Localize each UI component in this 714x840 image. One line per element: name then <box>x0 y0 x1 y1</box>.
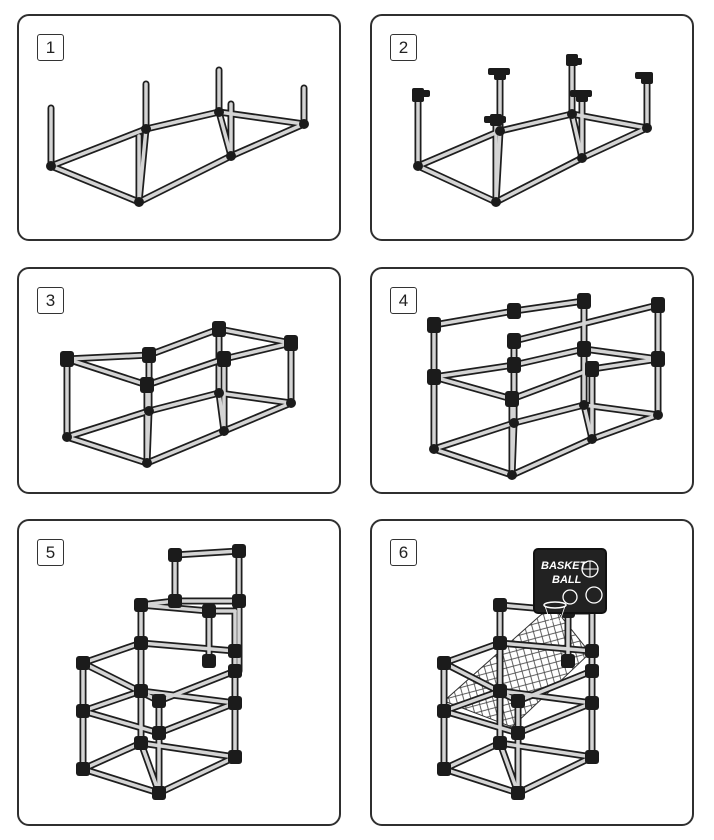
step-3-panel: 3 <box>17 267 341 494</box>
step-number: 1 <box>37 34 64 61</box>
step-5-illustration <box>76 544 246 800</box>
step-6-panel: 6 <box>370 519 694 826</box>
step-1-panel: 1 <box>17 14 341 241</box>
step-number: 3 <box>37 287 64 314</box>
basketball-backboard: BASKET BALL <box>533 548 607 622</box>
backboard-text-line2: BALL <box>552 574 582 586</box>
step-6-illustration: BASKET BALL <box>437 548 607 800</box>
hoop-rim <box>543 601 567 609</box>
step-number: 6 <box>390 539 417 566</box>
step-number: 2 <box>390 34 417 61</box>
step-5-panel: 5 <box>17 519 341 826</box>
step-2-illustration <box>412 54 653 207</box>
soccer-ball-icon <box>585 586 603 604</box>
step-4-panel: 4 <box>370 267 694 494</box>
ball-icon <box>562 589 578 605</box>
step-number: 5 <box>37 539 64 566</box>
step-number: 4 <box>390 287 417 314</box>
backboard-text-line1: BASKET <box>541 560 588 572</box>
step-2-panel: 2 <box>370 14 694 241</box>
step-4-illustration <box>427 293 665 480</box>
step-3-illustration <box>60 321 298 468</box>
step-1-illustration <box>46 66 309 207</box>
